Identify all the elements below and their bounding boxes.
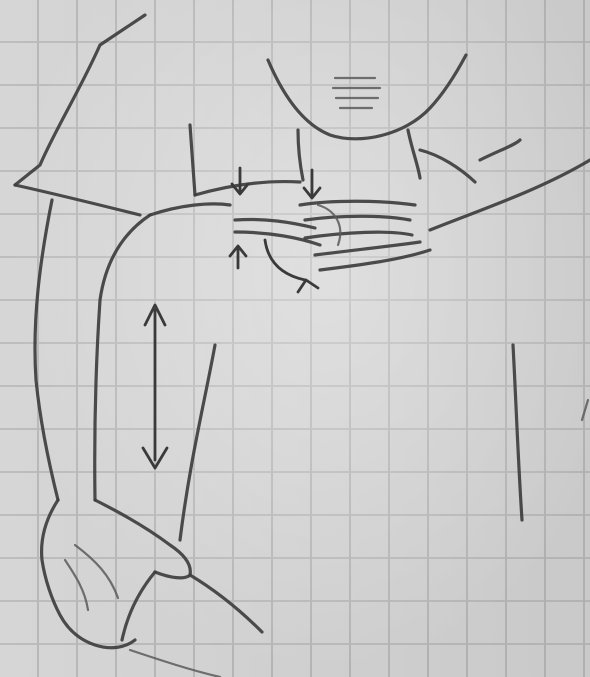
hand-on-shoulder bbox=[235, 201, 430, 270]
curved-arrow-icon bbox=[265, 240, 318, 292]
left-arm bbox=[35, 200, 58, 500]
up-arrow-icon bbox=[230, 246, 246, 268]
torso-side-line bbox=[513, 345, 588, 520]
shoulder-outline bbox=[15, 15, 590, 230]
lower-hand bbox=[42, 500, 262, 677]
upper-arm bbox=[95, 204, 230, 540]
vertical-double-arrow-icon bbox=[143, 305, 167, 468]
neck-lines bbox=[268, 55, 466, 180]
